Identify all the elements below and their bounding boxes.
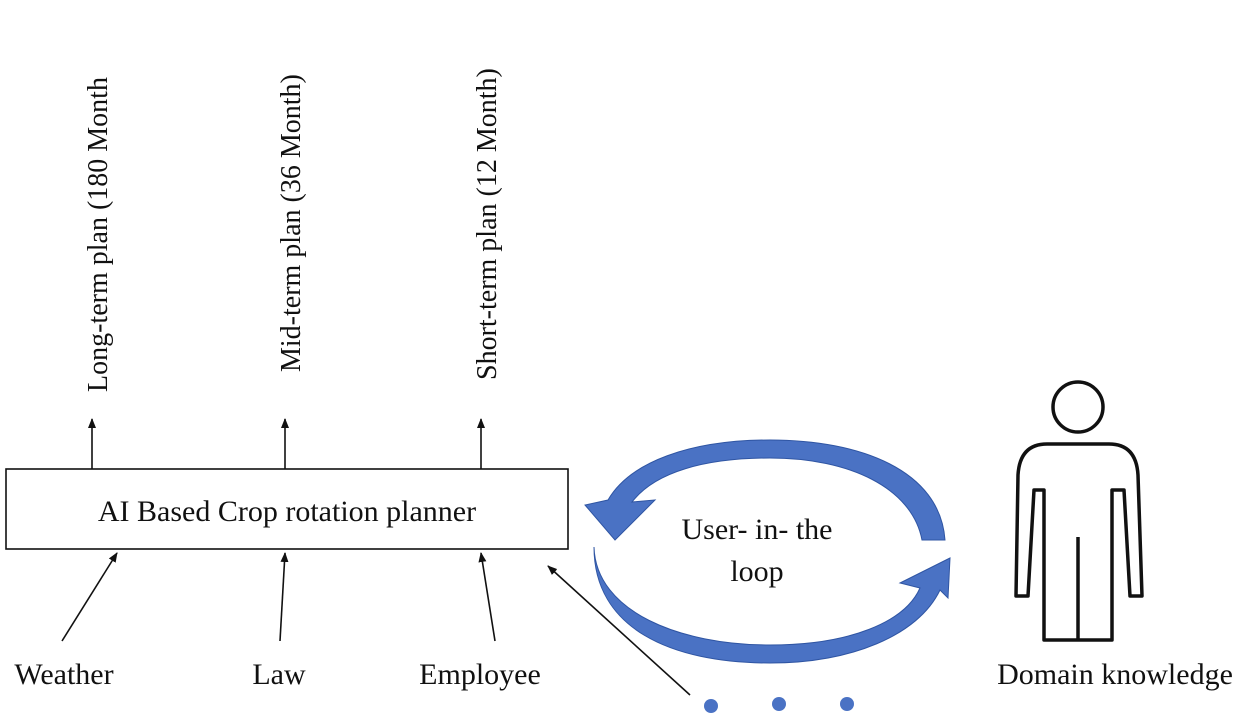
- output-arrows: [88, 418, 485, 469]
- domain-knowledge-label: Domain knowledge: [997, 658, 1233, 691]
- loop-arrows-icon: [584, 439, 951, 664]
- loop-label-line2: loop: [730, 555, 783, 588]
- weather-label: Weather: [14, 658, 113, 691]
- loop-label-line1: User- in- the: [681, 513, 832, 546]
- person-outline-icon: [1014, 380, 1144, 642]
- input-arrow-weather: [61, 552, 118, 642]
- input-arrows: [61, 552, 691, 696]
- input-labels: Weather Law Employee: [14, 658, 540, 691]
- input-arrow-law: [279, 552, 289, 642]
- planner-label: AI Based Crop rotation planner: [98, 495, 476, 528]
- loop-arrow-upper: [584, 439, 946, 541]
- planner-box: AI Based Crop rotation planner: [5, 468, 569, 550]
- long-term-plan-label: Long-term plan (180 Month: [83, 77, 114, 392]
- loop-arrow-lower: [593, 546, 951, 664]
- mid-term-plan-label: Mid-term plan (36 Month): [276, 74, 307, 372]
- ellipsis-dots-icon: [704, 697, 854, 713]
- output-labels: Long-term plan (180 Month Mid-term plan …: [83, 68, 503, 392]
- input-arrow-more: [547, 565, 691, 696]
- input-arrow-employee: [478, 552, 496, 642]
- employee-label: Employee: [419, 658, 541, 691]
- loop-label: User- in- the loop: [681, 513, 832, 588]
- law-label: Law: [252, 658, 306, 691]
- short-term-plan-label: Short-term plan (12 Month): [472, 68, 503, 380]
